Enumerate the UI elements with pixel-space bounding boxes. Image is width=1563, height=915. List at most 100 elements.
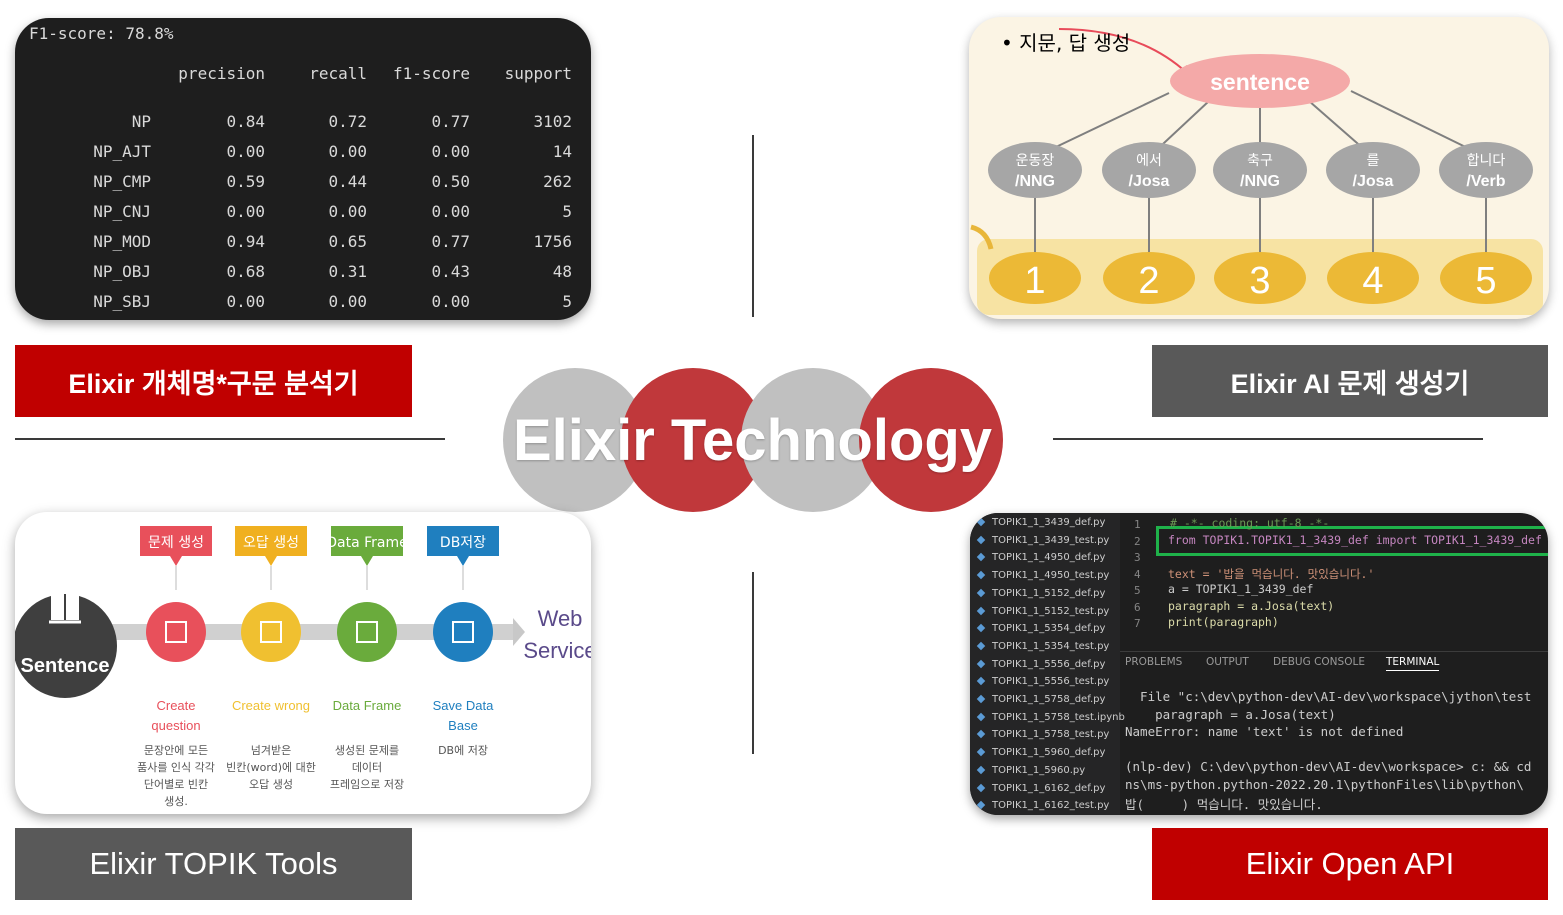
file-item[interactable]: TOPIK1_1_5960.py (976, 765, 1085, 776)
report-cell-recall: 0.00 (328, 202, 367, 221)
file-item[interactable]: TOPIK1_1_5152_test.py (976, 606, 1109, 617)
report-cell-label: NP_AJT (93, 142, 151, 161)
node-tag: /NNG (1240, 173, 1280, 190)
header-precision: precision (178, 64, 265, 83)
file-item[interactable]: TOPIK1_1_5758_test.py (976, 729, 1109, 740)
word-node (988, 142, 1082, 198)
file-item[interactable]: TOPIK1_1_6162_test.py (976, 800, 1109, 811)
step-title: question (151, 718, 200, 733)
file-item[interactable]: TOPIK1_1_3439_def.py (976, 517, 1106, 528)
file-item[interactable]: TOPIK1_1_5354_test.py (976, 640, 1110, 652)
step-desc: 품사를 인식 각각 (137, 761, 215, 774)
header-recall: recall (309, 64, 367, 83)
terminal-line: ns\ms-python.python-2022.20.1\pythonFile… (1125, 776, 1524, 792)
python-file-icon (976, 747, 986, 757)
image-icon (356, 621, 378, 643)
file-item[interactable]: TOPIK1_1_6162_def.py (976, 782, 1106, 794)
python-file-icon (976, 765, 986, 775)
code-line[interactable]: # -*- coding: utf-8 -*- (1170, 516, 1330, 530)
python-file-icon (976, 623, 986, 633)
step-tag (331, 526, 403, 556)
report-cell-label: NP_CNJ (93, 202, 151, 221)
node-tag: /Verb (1466, 173, 1505, 190)
code-line[interactable]: print(paragraph) (1168, 615, 1279, 629)
pointer-arrow (1058, 28, 1188, 74)
step-desc: 프레임으로 저장 (330, 778, 404, 791)
report-cell-label: NP_OBJ (93, 262, 151, 281)
root-node (1170, 54, 1350, 108)
python-file-icon (976, 694, 986, 704)
file-item[interactable]: TOPIK1_1_4950_def.py (976, 552, 1105, 563)
label-question-generator: Elixir AI 문제 생성기 (1152, 345, 1548, 417)
report-cell-recall: 0.65 (328, 232, 367, 251)
node-word: 축구 (1247, 153, 1273, 169)
step-tag-label: 오답 생성 (243, 535, 299, 551)
report-cell-f1: 0.00 (431, 202, 470, 221)
number-label: 3 (1249, 260, 1270, 302)
file-item[interactable]: TOPIK1_1_5758_def.py (976, 694, 1106, 705)
report-cell-precision: 0.68 (226, 262, 265, 281)
tab-output[interactable]: OUTPUT (1206, 656, 1249, 668)
file-name: TOPIK1_1_6162_def.py (992, 782, 1106, 794)
file-name: TOPIK1_1_5354_def.py (992, 623, 1106, 635)
word-node (1439, 142, 1533, 198)
line-number: 1 (1134, 518, 1141, 531)
file-item[interactable]: TOPIK1_1_5758_test.ipynb (976, 712, 1125, 723)
file-item[interactable]: TOPIK1_1_3439_test.py (976, 535, 1109, 546)
report-cell-f1: 0.00 (431, 292, 470, 311)
step-desc: 단어별로 빈칸 (144, 778, 208, 791)
tab-problems[interactable]: PROBLEMS (1125, 656, 1183, 668)
step-desc: 빈칸(word)에 대한 (226, 761, 316, 774)
node-word: 운동장 (1016, 153, 1055, 169)
step-circle (241, 602, 301, 662)
step-title: Base (448, 718, 478, 733)
tab-debug-console[interactable]: DEBUG CONSOLE (1273, 656, 1365, 668)
file-item[interactable]: TOPIK1_1_5556_test.py (976, 676, 1109, 687)
file-item[interactable]: TOPIK1_1_5354_def.py (976, 623, 1106, 635)
microphone-icon (452, 621, 474, 643)
report-cell-label: NP_SBJ (93, 292, 151, 311)
file-item[interactable]: TOPIK1_1_5152_def.py (976, 588, 1105, 599)
line-number: 7 (1134, 617, 1141, 630)
report-cell-f1: 0.77 (431, 112, 470, 131)
file-item[interactable]: TOPIK1_1_5556_def.py (976, 658, 1106, 670)
report-cell-precision: 0.94 (226, 232, 265, 251)
number-label: 5 (1475, 260, 1496, 302)
code-line[interactable]: text = '밥을 먹습니다. 맛있습니다.' (1168, 566, 1375, 581)
file-item[interactable]: TOPIK1_1_5960_def.py (976, 747, 1106, 759)
report-cell-precision: 0.00 (226, 202, 265, 221)
step-tag-pointer (170, 556, 182, 566)
terminal-line: paragraph = a.Josa(text) (1125, 706, 1336, 722)
code-line[interactable]: a = TOPIK1_1_3439_def (1168, 582, 1314, 596)
python-file-icon (976, 570, 986, 580)
code-line[interactable]: from TOPIK1.TOPIK1_1_3439_def import TOP… (1168, 532, 1542, 547)
line-number: 4 (1134, 567, 1141, 581)
file-item[interactable]: TOPIK1_1_4950_test.py (976, 570, 1109, 581)
tab-terminal[interactable]: TERMINAL (1386, 656, 1440, 671)
bullet-text: • 지문, 답 생성 (1001, 31, 1131, 55)
step-tag-pointer (265, 556, 277, 566)
header-support: support (504, 64, 572, 83)
code-line[interactable]: paragraph = a.Josa(text) (1168, 598, 1335, 613)
step-circle (146, 602, 206, 662)
terminal-line: (nlp-dev) C:\dev\python-dev\AI-dev\works… (1125, 759, 1532, 774)
file-name: TOPIK1_1_5556_def.py (992, 658, 1106, 670)
file-name: TOPIK1_1_5758_def.py (992, 694, 1106, 705)
file-name: TOPIK1_1_5960_def.py (992, 747, 1106, 759)
node-word: 합니다 (1467, 153, 1506, 169)
node-tag: /Josa (1129, 173, 1170, 190)
terminal-line: NameError: name 'text' is not defined (1125, 724, 1404, 739)
report-cell-f1: 0.00 (431, 142, 470, 161)
step-desc: 생성. (164, 795, 188, 808)
divider-left (15, 438, 445, 440)
file-name: TOPIK1_1_3439_def.py (992, 517, 1106, 528)
file-name: TOPIK1_1_5354_test.py (992, 640, 1110, 652)
report-cell-support: 262 (543, 172, 572, 191)
divider-top (752, 135, 754, 317)
step-desc: 문장안에 모든 (144, 744, 208, 757)
word-node (1213, 142, 1307, 198)
